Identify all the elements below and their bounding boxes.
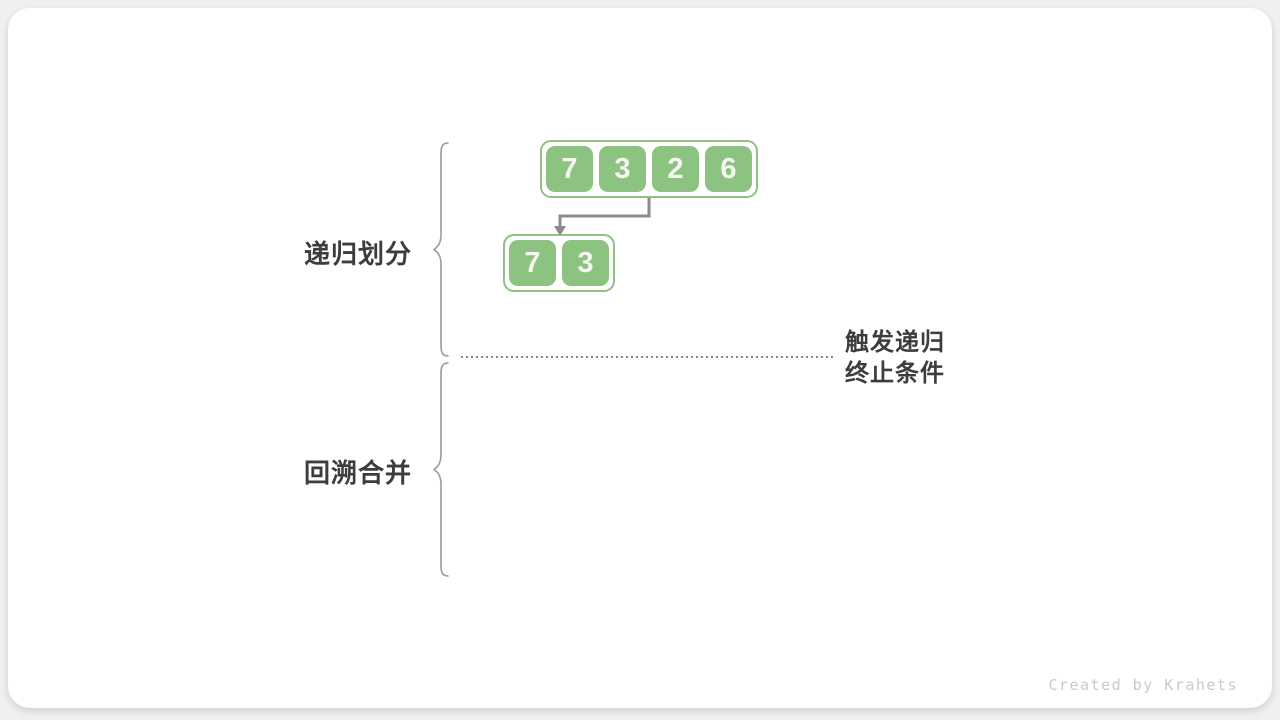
- array-cell: 3: [562, 240, 609, 286]
- array-level-2: 7 3: [503, 234, 615, 292]
- array-cell: 7: [509, 240, 556, 286]
- base-case-annotation: 触发递归 终止条件: [845, 327, 945, 389]
- watermark: Created by Krahets: [1048, 676, 1238, 694]
- stage-label-merge: 回溯合并: [304, 458, 413, 488]
- array-cell: 2: [652, 146, 699, 192]
- array-level-1: 7 3 2 6: [540, 140, 758, 198]
- stage-label-divide: 递归划分: [304, 239, 413, 269]
- annotation-line-2: 终止条件: [845, 360, 945, 387]
- annotation-line-1: 触发递归: [845, 329, 945, 356]
- array-cell: 3: [599, 146, 646, 192]
- diagram-card: [8, 8, 1272, 708]
- array-cell: 6: [705, 146, 752, 192]
- array-cell: 7: [546, 146, 593, 192]
